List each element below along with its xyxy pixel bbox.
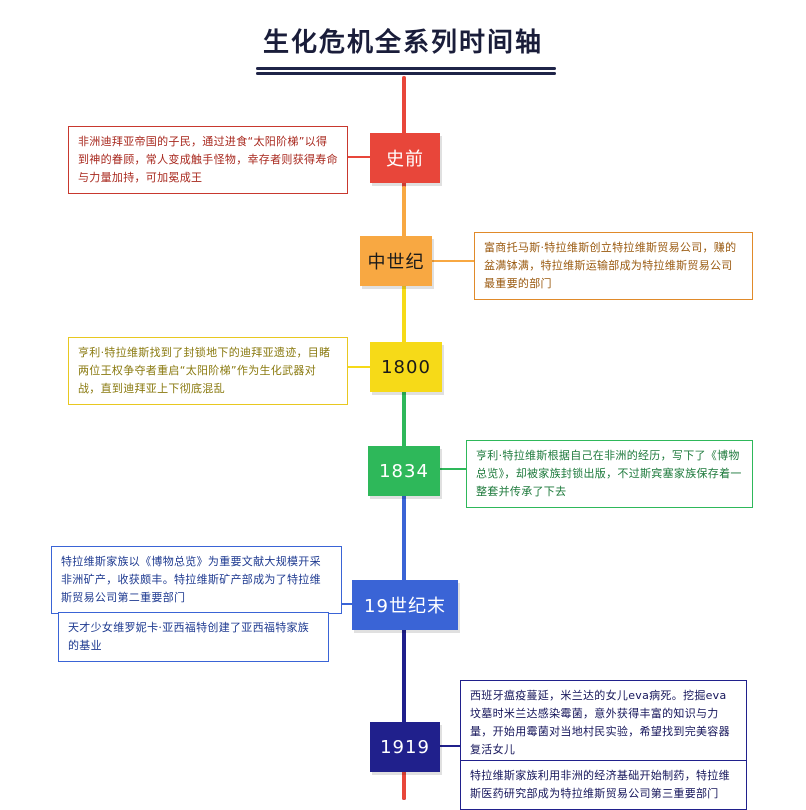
era-note-1919-a: 西班牙瘟疫蔓延，米兰达的女儿eva病死。挖掘eva坟墓时米兰达感染霉菌，意外获得… <box>460 680 747 766</box>
era-marker-1919: 1919 <box>370 722 440 772</box>
era-marker-medieval: 中世纪 <box>360 236 432 286</box>
title-underline <box>256 67 556 70</box>
era-note-prehistory: 非洲迪拜亚帝国的子民，通过进食“太阳阶梯”以得到神的眷顾，常人变成触手怪物，幸存… <box>68 126 348 194</box>
era-marker-prehistory: 史前 <box>370 133 440 183</box>
note-text: 天才少女维罗妮卡·亚西福特创建了亚西福特家族的基业 <box>68 621 310 652</box>
era-label: 1800 <box>381 356 431 378</box>
era-note-19c-b: 天才少女维罗妮卡·亚西福特创建了亚西福特家族的基业 <box>58 612 329 662</box>
note-text: 特拉维斯家族以《博物总览》为重要文献大规模开采非洲矿产，收获颇丰。特拉维斯矿产部… <box>61 555 321 604</box>
note-text: 特拉维斯家族利用非洲的经济基础开始制药，特拉维斯医药研究部成为特拉维斯贸易公司第… <box>470 769 730 800</box>
note-text: 非洲迪拜亚帝国的子民，通过进食“太阳阶梯”以得到神的眷顾，常人变成触手怪物，幸存… <box>78 135 338 184</box>
spine-segment-1834 <box>402 390 406 496</box>
spine-segment-1800 <box>402 286 406 392</box>
connector-1919-a <box>440 745 460 747</box>
connector-prehistory <box>348 156 372 158</box>
era-note-medieval: 富商托马斯·特拉维斯创立特拉维斯贸易公司，赚的盆满钵满，特拉维斯运输部成为特拉维… <box>474 232 753 300</box>
era-marker-19c: 19世纪末 <box>352 580 458 630</box>
era-marker-1834: 1834 <box>368 446 440 496</box>
connector-1834 <box>440 468 466 470</box>
connector-medieval <box>432 260 474 262</box>
era-label: 19世纪末 <box>364 596 446 617</box>
spine-segment-19c <box>402 494 406 630</box>
era-note-19c-a: 特拉维斯家族以《博物总览》为重要文献大规模开采非洲矿产，收获颇丰。特拉维斯矿产部… <box>51 546 342 614</box>
era-note-1834: 亨利·特拉维斯根据自己在非洲的经历，写下了《博物总览》，却被家族封锁出版，不过斯… <box>466 440 753 508</box>
era-label: 史前 <box>386 149 424 170</box>
era-label: 中世纪 <box>367 252 425 273</box>
spine-segment-1919 <box>402 628 406 800</box>
era-marker-1800: 1800 <box>370 342 442 392</box>
connector-1800 <box>348 366 370 368</box>
spine-segment-prehistory <box>402 76 406 188</box>
title-underline-2 <box>256 72 556 75</box>
era-note-1919-b: 特拉维斯家族利用非洲的经济基础开始制药，特拉维斯医药研究部成为特拉维斯贸易公司第… <box>460 760 747 810</box>
era-label: 1834 <box>379 460 429 482</box>
note-text: 西班牙瘟疫蔓延，米兰达的女儿eva病死。挖掘eva坟墓时米兰达感染霉菌，意外获得… <box>470 689 730 756</box>
era-label: 1919 <box>380 736 430 758</box>
note-text: 亨利·特拉维斯根据自己在非洲的经历，写下了《博物总览》，却被家族封锁出版，不过斯… <box>476 449 742 498</box>
page-title: 生化危机全系列时间轴 <box>262 28 543 58</box>
era-note-1800: 亨利·特拉维斯找到了封锁地下的迪拜亚遗迹，目睹两位王权争夺者重启“太阳阶梯”作为… <box>68 337 348 405</box>
spine-segment-bottom <box>402 768 406 800</box>
note-text: 亨利·特拉维斯找到了封锁地下的迪拜亚遗迹，目睹两位王权争夺者重启“太阳阶梯”作为… <box>78 346 331 395</box>
note-text: 富商托马斯·特拉维斯创立特拉维斯贸易公司，赚的盆满钵满，特拉维斯运输部成为特拉维… <box>484 241 737 290</box>
